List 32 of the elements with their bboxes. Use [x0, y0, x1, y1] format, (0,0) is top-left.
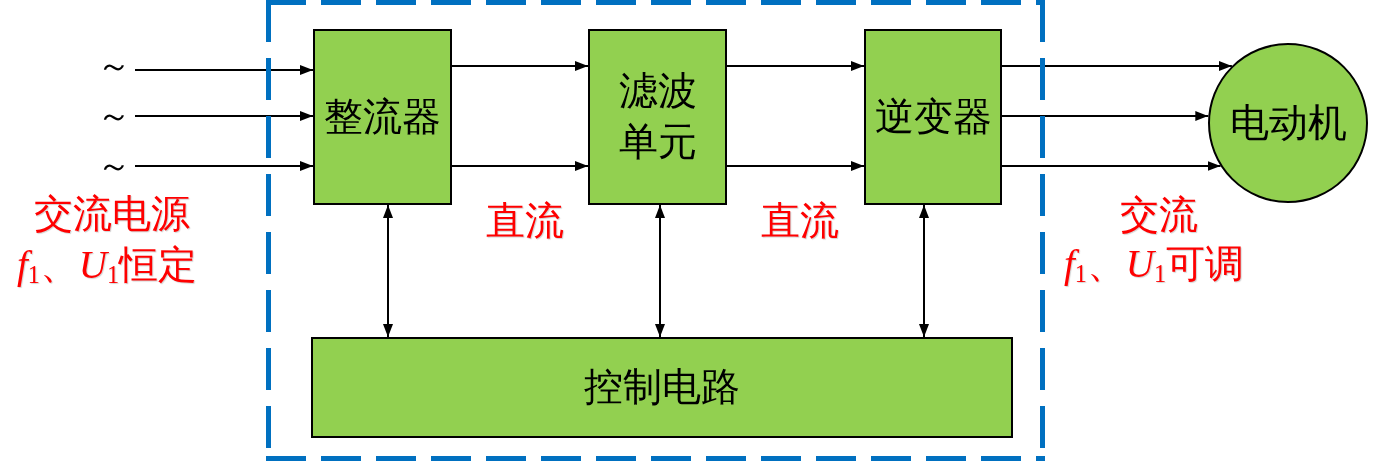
process-box	[864, 29, 1002, 205]
annotation-label: 直流	[761, 199, 839, 244]
arrow	[726, 161, 865, 171]
double-arrow	[383, 204, 393, 338]
annotation-label: f$_{1}$、U$_{1}$恒定	[16, 243, 198, 288]
annotation-label: 交流	[1120, 193, 1198, 238]
dashed-boundary	[266, 0, 1045, 461]
box-label: 滤波单元	[617, 68, 698, 165]
arrow	[134, 161, 314, 171]
arrow	[1001, 61, 1233, 71]
annotation-label: 直流	[486, 199, 564, 244]
process-box	[311, 337, 1013, 438]
double-arrow	[655, 204, 665, 338]
box-label: 逆变器	[874, 93, 992, 140]
tilde-symbol: ～	[93, 46, 135, 86]
process-box	[313, 29, 452, 205]
arrow	[451, 61, 589, 71]
process-box	[588, 29, 727, 205]
arrow	[134, 65, 314, 75]
annotation-label: f$_{1}$、U$_{1}$可调	[1063, 242, 1245, 287]
arrow	[451, 161, 589, 171]
box-label: 控制电路	[584, 364, 740, 411]
annotation-label: 交流电源	[34, 192, 190, 237]
arrow	[1001, 111, 1210, 121]
arrow	[726, 61, 865, 71]
arrow	[134, 111, 314, 121]
double-arrow	[919, 204, 929, 338]
box-label: 整流器	[324, 93, 441, 140]
motor-label: 电动机	[1229, 99, 1347, 146]
tilde-symbol: ～	[93, 96, 135, 136]
tilde-symbol: ～	[93, 146, 135, 186]
arrow	[1001, 161, 1222, 171]
